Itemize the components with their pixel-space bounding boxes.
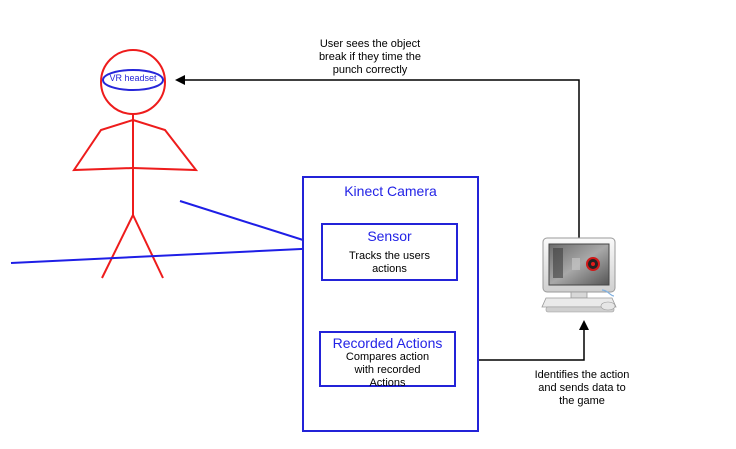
recorded-to-computer-arrow [456, 320, 589, 361]
sensor-description: Tracks the users actions [349, 250, 430, 275]
sensor-box: Sensor Tracks the users actions [321, 223, 458, 281]
recorded-actions-title: Recorded Actions [332, 335, 443, 351]
right-arm [132, 119, 199, 172]
recorded-actions-box: Recorded Actions Compares action with re… [319, 331, 456, 389]
computer-to-headset-arrow [175, 75, 580, 238]
kinect-camera-box: Kinect Camera [302, 176, 479, 432]
stick-figure [72, 49, 199, 279]
desktop-computer-icon [541, 237, 617, 313]
recorded-actions-description: Compares action with recorded Actions [345, 351, 430, 389]
sensor-field-lines [10, 200, 323, 264]
left-arm [72, 119, 134, 172]
left-leg [101, 214, 134, 279]
identify-annotation: Identifies the action and sends data to … [534, 369, 630, 407]
right-leg [132, 214, 164, 279]
vr-headset [102, 69, 164, 91]
vr-headset-label: VR headset [109, 73, 157, 83]
sensor-title: Sensor [367, 228, 412, 244]
kinect-camera-title: Kinect Camera [344, 183, 437, 199]
feedback-annotation: User sees the object break if they time … [318, 38, 422, 76]
mouse-icon [600, 301, 616, 311]
